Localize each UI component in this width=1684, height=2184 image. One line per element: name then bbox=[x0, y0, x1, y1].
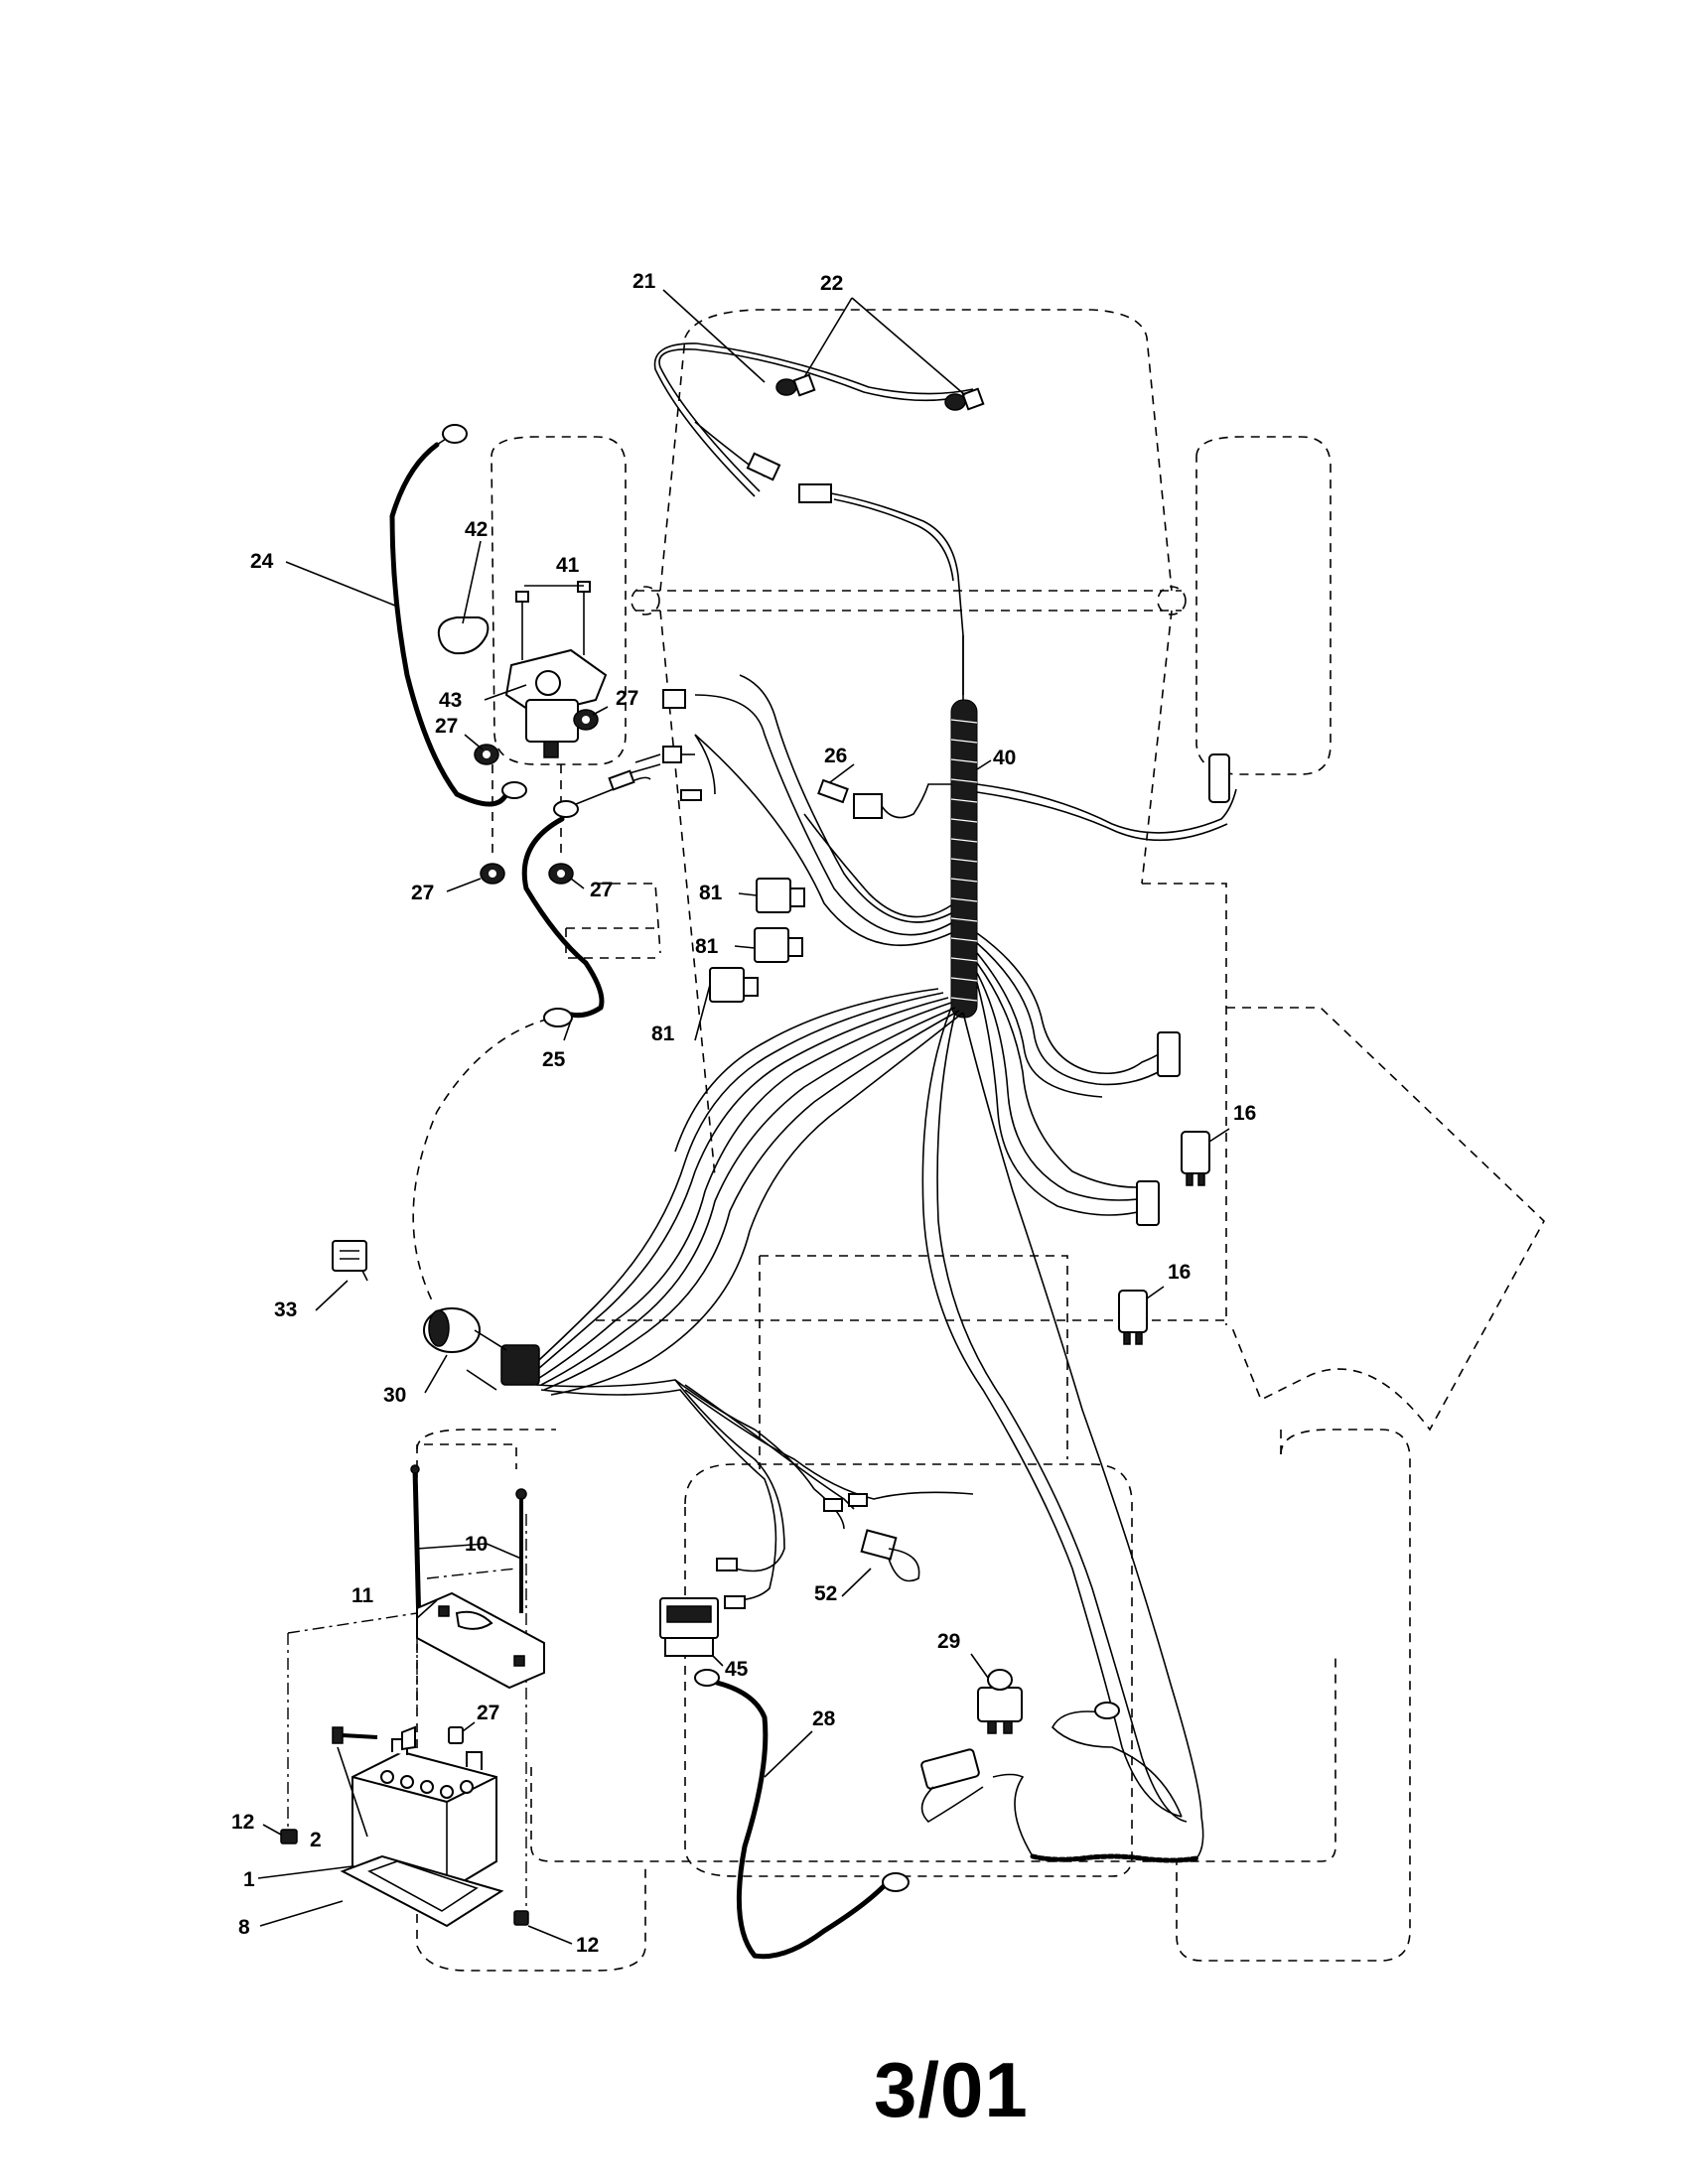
ignition-switch bbox=[423, 1307, 540, 1391]
label-45: 45 bbox=[725, 1658, 749, 1681]
relay bbox=[709, 967, 759, 1003]
safety-switch bbox=[1118, 1290, 1148, 1345]
battery-area bbox=[280, 1464, 545, 1928]
safety-switch bbox=[1181, 1131, 1210, 1186]
fuse bbox=[332, 1240, 368, 1282]
connector bbox=[662, 746, 682, 763]
label-40: 40 bbox=[993, 747, 1016, 769]
headlight-connector bbox=[798, 483, 832, 503]
hold-down-bracket bbox=[416, 1591, 545, 1690]
solenoid bbox=[504, 648, 608, 758]
terminal bbox=[716, 1558, 738, 1571]
label-12-a: 12 bbox=[231, 1811, 254, 1834]
part-labels: 21 22 24 42 41 43 27 27 27 27 25 26 40 8… bbox=[231, 270, 1256, 1957]
connector bbox=[817, 778, 849, 804]
terminal bbox=[848, 1493, 868, 1507]
rubber-boot bbox=[437, 616, 490, 655]
label-11: 11 bbox=[351, 1584, 374, 1607]
connector bbox=[1157, 1031, 1181, 1077]
relay bbox=[756, 878, 805, 913]
clip bbox=[513, 1910, 529, 1926]
label-81-a: 81 bbox=[699, 882, 723, 904]
battery-nut bbox=[448, 1726, 464, 1744]
label-8: 8 bbox=[238, 1916, 250, 1939]
battery-tray bbox=[340, 1854, 504, 1928]
label-30: 30 bbox=[383, 1384, 406, 1407]
label-16-b: 16 bbox=[1168, 1261, 1191, 1284]
label-27-b: 27 bbox=[435, 715, 458, 738]
label-2: 2 bbox=[310, 1829, 322, 1851]
label-21: 21 bbox=[632, 270, 656, 293]
nut bbox=[573, 709, 599, 731]
label-81-c: 81 bbox=[651, 1023, 675, 1045]
battery-bolt bbox=[332, 1726, 378, 1744]
label-27-c: 27 bbox=[411, 882, 434, 904]
terminal bbox=[724, 1595, 746, 1609]
label-25: 25 bbox=[542, 1048, 566, 1071]
label-41: 41 bbox=[556, 554, 580, 577]
bolt bbox=[577, 581, 591, 655]
solenoid-area bbox=[389, 424, 651, 1027]
battery bbox=[351, 1738, 497, 1893]
nut bbox=[548, 863, 574, 885]
headlight-bulb bbox=[775, 373, 816, 397]
connector bbox=[1136, 1180, 1160, 1226]
bolt bbox=[515, 591, 529, 660]
terminal bbox=[823, 1498, 843, 1512]
leader-lines bbox=[257, 289, 1230, 1945]
nut bbox=[474, 744, 499, 765]
label-27-a: 27 bbox=[616, 687, 638, 710]
clip bbox=[280, 1829, 298, 1844]
label-16-a: 16 bbox=[1233, 1102, 1256, 1125]
label-27-e: 27 bbox=[477, 1702, 499, 1724]
fuse-holder bbox=[860, 1529, 920, 1582]
label-43: 43 bbox=[439, 689, 462, 712]
label-27-d: 27 bbox=[590, 879, 613, 901]
wire-loom bbox=[950, 699, 978, 1019]
headlight-harness bbox=[653, 342, 985, 695]
label-52: 52 bbox=[814, 1582, 837, 1605]
label-12-b: 12 bbox=[576, 1934, 599, 1957]
page-date-mark: 3/01 bbox=[874, 2046, 1029, 2133]
label-33: 33 bbox=[274, 1298, 297, 1321]
connector bbox=[853, 793, 883, 819]
label-28: 28 bbox=[812, 1707, 836, 1730]
connector bbox=[680, 789, 702, 801]
label-10: 10 bbox=[465, 1533, 488, 1556]
hour-meter bbox=[659, 1597, 719, 1657]
coil-cord bbox=[920, 1748, 1204, 1863]
relay bbox=[754, 927, 803, 963]
pto-switch bbox=[977, 1669, 1023, 1734]
nut bbox=[480, 863, 505, 885]
label-24: 24 bbox=[250, 550, 274, 573]
connector bbox=[662, 689, 686, 709]
label-29: 29 bbox=[937, 1630, 960, 1653]
label-1: 1 bbox=[243, 1868, 255, 1891]
label-26: 26 bbox=[824, 745, 847, 767]
label-22: 22 bbox=[820, 272, 843, 295]
label-81-b: 81 bbox=[695, 935, 719, 958]
label-42: 42 bbox=[465, 518, 488, 541]
ground-cable bbox=[694, 1669, 910, 1960]
main-harness bbox=[423, 635, 1237, 1863]
headlight-bulb bbox=[944, 387, 985, 411]
connector bbox=[1208, 753, 1230, 803]
